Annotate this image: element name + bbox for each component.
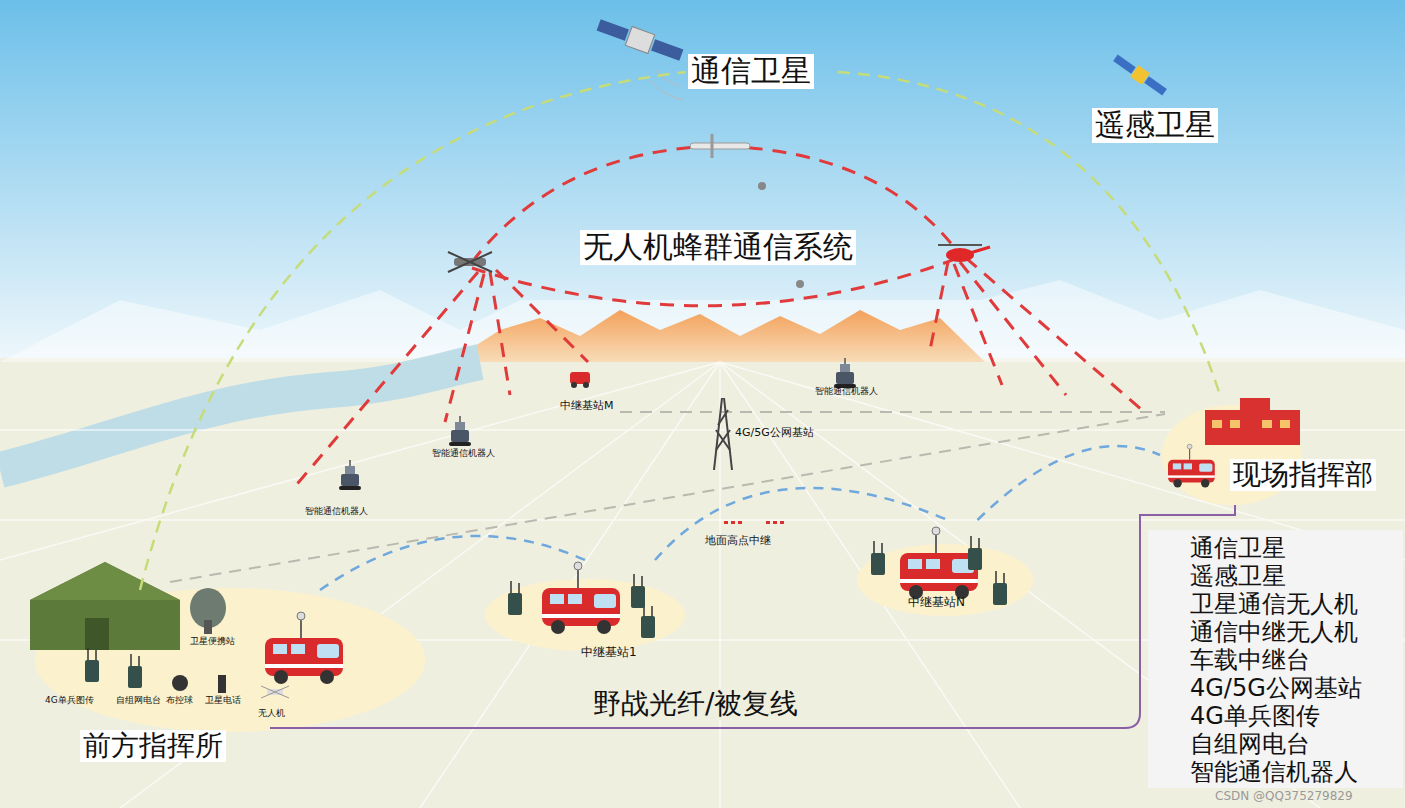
legend-text: 卫星通信无人机 bbox=[1190, 590, 1358, 618]
label: 4G单兵图传 bbox=[45, 695, 94, 705]
satellite-label-box: 通信卫星 bbox=[686, 52, 838, 92]
label: 智能通信机器人 bbox=[305, 506, 368, 516]
node-label: 通信卫星 bbox=[688, 54, 814, 89]
label: 无人机 bbox=[258, 708, 285, 718]
label: 布控球 bbox=[166, 695, 193, 705]
watermark: CSDN @QQ375279829 bbox=[1215, 790, 1353, 804]
label: 卫星便携站 bbox=[190, 636, 235, 646]
legend-box: 通信卫星遥感卫星卫星通信无人机通信中继无人机车载中继台4G/5G公网基站4G单兵… bbox=[1148, 530, 1403, 788]
legend-text: 自组网电台 bbox=[1190, 730, 1310, 758]
node-label: 中继基站N bbox=[908, 596, 965, 610]
link-line bbox=[320, 536, 585, 590]
label: 中继基站M bbox=[560, 400, 614, 413]
relay-station: 中继基站N bbox=[860, 520, 1035, 620]
label: 智能通信机器人 bbox=[815, 386, 878, 396]
legend-text: 4G/5G公网基站 bbox=[1190, 674, 1362, 702]
node-label: 现场指挥部 bbox=[1230, 459, 1376, 491]
link-line bbox=[655, 488, 948, 560]
label: 智能通信机器人 bbox=[432, 448, 495, 458]
legend-text: 通信中继无人机 bbox=[1190, 618, 1358, 646]
legend-text: 4G单兵图传 bbox=[1190, 702, 1320, 730]
edge-label: 野战光纤/被复线 bbox=[590, 688, 801, 720]
link-line bbox=[140, 72, 686, 590]
forward-command-post: 前方指挥所 bbox=[40, 590, 440, 728]
label: 卫星电话 bbox=[205, 695, 241, 705]
field-command: 现场指挥部 bbox=[1160, 395, 1400, 505]
label: 4G/5G公网基站 bbox=[735, 427, 814, 440]
link-line bbox=[978, 446, 1161, 520]
link-line bbox=[838, 72, 1220, 395]
legend-text: 车载中继台 bbox=[1190, 646, 1310, 674]
label: 地面高点中继 bbox=[705, 535, 771, 548]
link-line bbox=[270, 505, 1235, 728]
relay-station: 中继基站1 bbox=[485, 560, 685, 668]
legend-text: 通信卫星 bbox=[1190, 534, 1286, 562]
legend-text: 智能通信机器人 bbox=[1190, 758, 1358, 786]
node-label: 前方指挥所 bbox=[80, 730, 226, 762]
label: 遥感卫星 bbox=[1092, 108, 1218, 143]
node-label: 中继基站1 bbox=[581, 646, 637, 660]
legend-text: 遥感卫星 bbox=[1190, 562, 1286, 590]
label: 无人机蜂群通信系统 bbox=[580, 230, 856, 265]
label: 自组网电台 bbox=[116, 695, 161, 705]
